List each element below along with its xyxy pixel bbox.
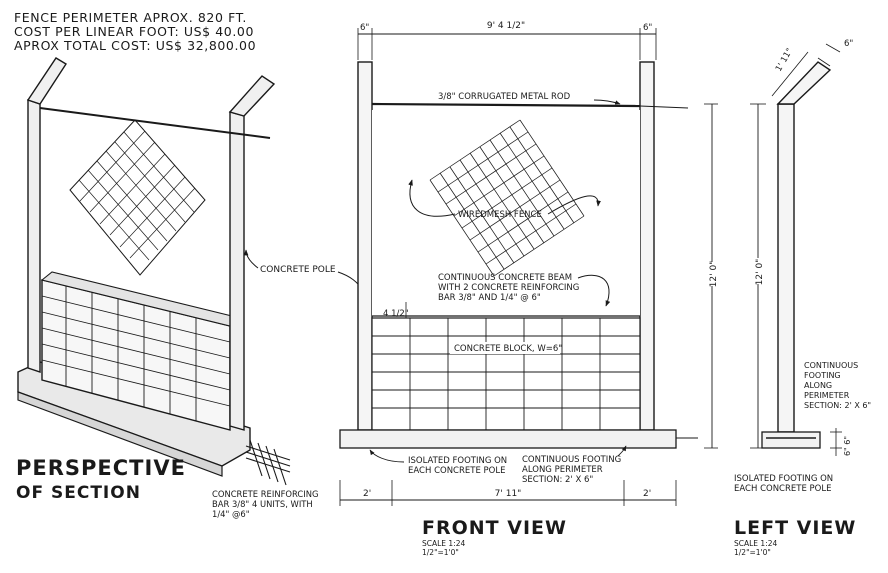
front-footing xyxy=(339,429,677,449)
label-concrete-pole: CONCRETE POLE xyxy=(260,265,336,275)
perspective-left-pole-bend xyxy=(26,57,67,105)
front-block-wall xyxy=(371,317,641,431)
left-footing-line1: CONTINUOUS xyxy=(804,361,858,370)
dim-top-right: 6" xyxy=(643,23,652,33)
perspective-right-pole-bend xyxy=(228,75,276,117)
left-view-title: LEFT VIEW xyxy=(734,517,856,539)
label-beam-line3: BAR 3/8" AND 1/4" @ 6" xyxy=(438,293,541,303)
perspective-title: PERSPECTIVE xyxy=(16,456,186,480)
label-cont-footing-line2: ALONG PERIMETER xyxy=(522,465,603,475)
front-right-pole xyxy=(639,61,655,431)
cost-notes: FENCE PERIMETER APROX. 820 FT. COST PER … xyxy=(14,10,256,53)
dim-top-left: 6" xyxy=(360,23,369,33)
dim-beam-offset: 4 1/2" xyxy=(383,309,409,319)
cost-per-foot-note: COST PER LINEAR FOOT: US$ 40.00 xyxy=(14,24,254,39)
perspective-footing-side xyxy=(17,391,223,477)
perspective-drawing: CONCRETE POLE PERSPECTIVE OF SECTION CON… xyxy=(16,57,365,519)
perspective-left-pole xyxy=(27,99,41,373)
front-scale-line2: 1/2"=1'0" xyxy=(422,548,459,557)
label-block: CONCRETE BLOCK, W=6" xyxy=(454,344,562,354)
front-scale-line1: SCALE 1:24 xyxy=(422,539,465,548)
dim-top-center: 9' 4 1/2" xyxy=(487,21,525,31)
label-cont-footing-line1: CONTINUOUS FOOTING xyxy=(522,455,621,465)
rebar-note-line1: CONCRETE REINFORCING xyxy=(212,489,318,499)
perspective-rebar xyxy=(245,439,291,486)
left-footing-line2: FOOTING xyxy=(804,371,841,380)
left-scale-line2: 1/2"=1'0" xyxy=(734,548,771,557)
label-mesh: WIREDMESH FENCE xyxy=(458,210,542,220)
dim-height: 12' 0" xyxy=(709,261,719,288)
rebar-note-line2: BAR 3/8" 4 UNITS, WITH xyxy=(212,499,313,509)
left-dim-slant: 1' 11" xyxy=(774,47,795,74)
left-pole xyxy=(777,103,795,433)
perspective-subtitle: OF SECTION xyxy=(16,483,141,503)
left-footing-line5: SECTION: 2' X 6" xyxy=(804,401,871,410)
left-footing-line4: PERIMETER xyxy=(804,391,850,400)
dim-bottom-right: 2' xyxy=(643,489,651,499)
label-isolated-line1: ISOLATED FOOTING ON xyxy=(408,456,507,466)
left-isolated-line2: EACH CONCRETE POLE xyxy=(734,484,831,494)
perspective-rod xyxy=(39,107,271,139)
label-cont-footing-line3: SECTION: 2' X 6" xyxy=(522,475,593,485)
left-pole-bend xyxy=(776,61,832,105)
left-footing xyxy=(761,431,821,449)
front-left-pole xyxy=(357,61,373,431)
label-isolated-line2: EACH CONCRETE POLE xyxy=(408,466,505,476)
front-mesh xyxy=(429,119,585,277)
left-scale-line1: SCALE 1:24 xyxy=(734,539,777,548)
dim-bottom-center: 7' 11" xyxy=(495,489,522,499)
front-view-title: FRONT VIEW xyxy=(422,517,567,539)
perspective-mesh xyxy=(69,119,206,276)
label-beam-line2: WITH 2 CONCRETE REINFORCING xyxy=(438,283,579,293)
label-beam-line1: CONTINUOUS CONCRETE BEAM xyxy=(438,273,572,283)
left-dim-height: 12' 0" xyxy=(755,259,765,286)
left-dim-top: 6" xyxy=(844,39,853,49)
front-rod xyxy=(371,102,641,108)
dim-bottom-left: 2' xyxy=(363,489,371,499)
perspective-right-pole xyxy=(229,111,245,431)
total-cost-note: APROX TOTAL COST: US$ 32,800.00 xyxy=(14,38,256,53)
left-view-drawing: 6" 1' 11" 12' 0" 6" 6" CONTINUOUS FOOTIN… xyxy=(734,39,871,557)
rebar-note-line3: 1/4" @6" xyxy=(212,509,250,519)
fence-perimeter-note: FENCE PERIMETER APROX. 820 FT. xyxy=(14,10,247,25)
left-dim-footing: 6" 6" xyxy=(843,436,852,456)
label-rod: 3/8" CORRUGATED METAL ROD xyxy=(438,92,571,102)
perspective-block-joints xyxy=(41,286,231,421)
left-isolated-line1: ISOLATED FOOTING ON xyxy=(734,474,833,484)
front-view-drawing: 6" 9' 4 1/2" 6" 3/8" CORRUGATED METAL RO… xyxy=(339,21,720,557)
left-footing-line3: ALONG xyxy=(804,381,832,390)
